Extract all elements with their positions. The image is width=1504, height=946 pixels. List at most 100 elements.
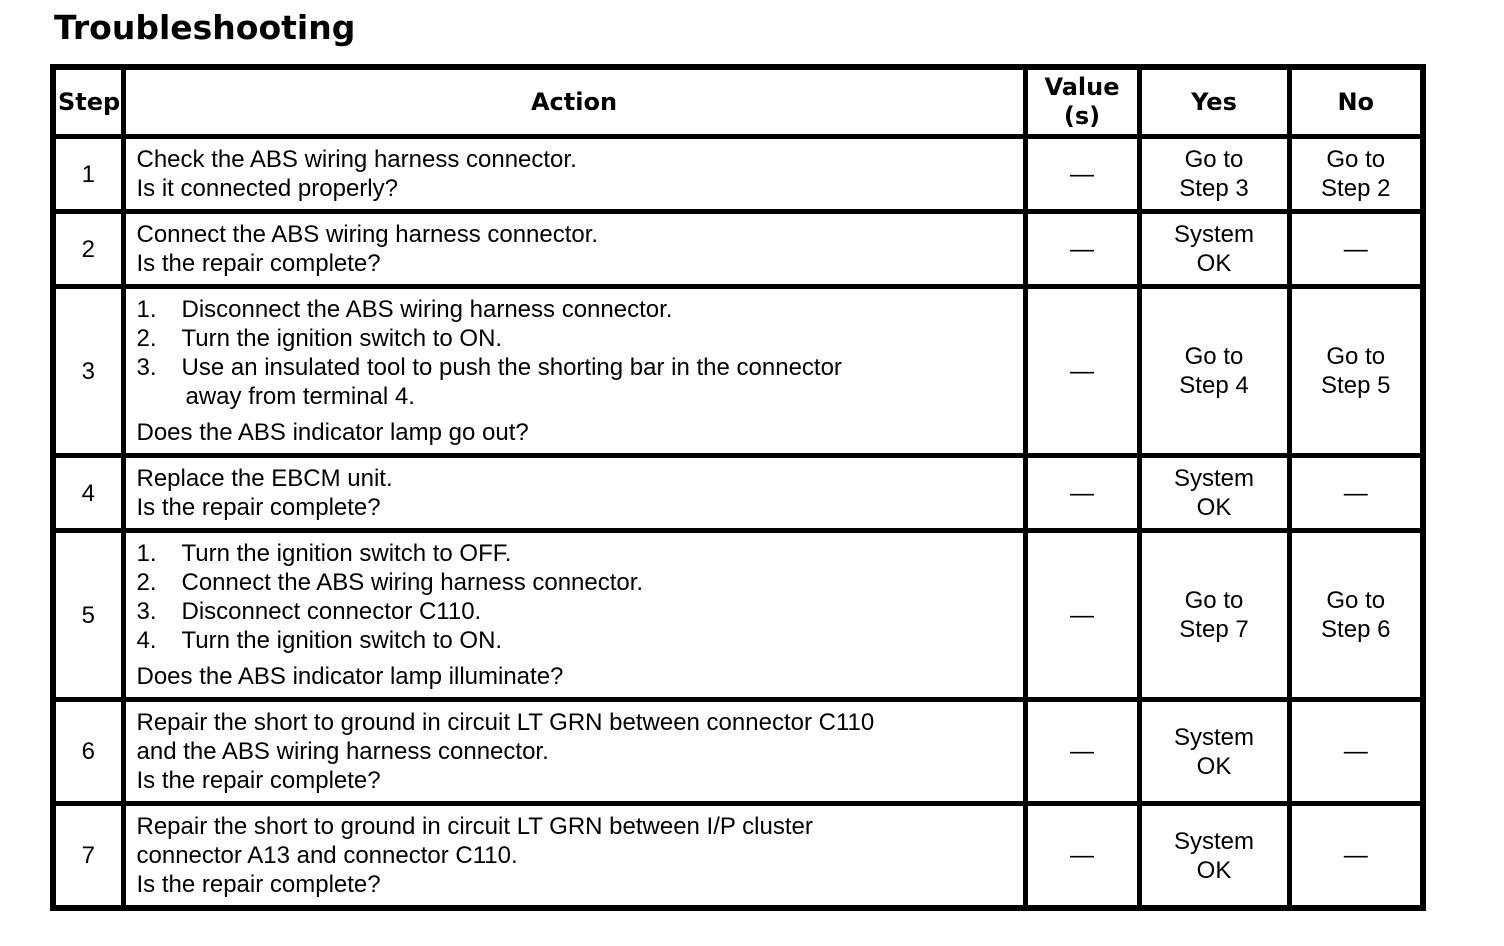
no-cell: — [1286,453,1426,533]
action-question: Does the ABS indicator lamp illuminate? [136,663,564,690]
yes-cell-line: System [1173,221,1254,248]
no-cell: — [1286,209,1426,289]
action-line: Turn the ignition switch to ON. [181,627,503,654]
value-cell: — [1022,134,1142,214]
value-cell: — [1022,697,1142,806]
yes-cell-line: System [1173,465,1254,492]
list-item-text: Disconnect the ABS wiring harness connec… [182,295,1013,324]
value-cell: — [1022,801,1142,911]
step-number: 7 [50,801,126,911]
no-cell-line: Go to [1326,343,1386,370]
list-item-text: Turn the ignition switch to ON. [182,626,1013,655]
yes-cell-line: OK [1196,494,1232,521]
no-cell: — [1286,697,1426,806]
step-number: 5 [50,528,126,702]
step-number: 3 [50,284,126,458]
no-cell-line: Go to [1326,146,1386,173]
action-list-item: 1. Disconnect the ABS wiring harness conn… [137,295,1013,324]
action-line: away from terminal 4. [185,383,415,410]
value-cell: — [1022,209,1142,289]
action-cell: 1. Turn the ignition switch to OFF. 2. Conn… [120,528,1028,702]
list-item-number: 1. [136,540,157,567]
yes-cell-line: System [1173,827,1254,855]
action-line: connector A13 and connector C110. [136,842,518,869]
action-list-item: 3. Use an insulated tool to push the shor… [137,353,1013,411]
yes-cell-line: OK [1196,250,1232,277]
col-header-action: Action [120,64,1028,139]
yes-cell-line: Go to [1184,146,1244,173]
action-cell: Connect the ABS wiring harness connector… [120,209,1028,289]
value-cell-line: — [1070,738,1094,765]
action-cell: Repair the short to ground in circuit LT… [120,697,1028,806]
list-item-number: 3. [136,598,157,625]
no-cell-line: Step 6 [1321,616,1391,643]
action-question: Is it connected properly? [136,175,398,202]
value-cell-line: — [1070,601,1094,629]
col-header-value: Value (s) [1022,64,1142,139]
yes-cell-line: OK [1196,752,1232,780]
table-row: 3 1. Disconnect the ABS wiring harness con… [50,284,1426,458]
yes-cell-line: Step 3 [1179,175,1249,202]
header-row: Step Action Value (s) Yes No [50,64,1426,139]
action-cell: Repair the short to ground in circuit LT… [120,801,1028,911]
action-line: Repair the short to ground in circuit LT… [136,813,813,840]
table-row: 7 Repair the short to ground in circuit L… [50,801,1426,911]
value-cell: — [1022,453,1142,533]
yes-cell-line: Step 4 [1179,372,1249,399]
list-item-text: Disconnect connector C110. [182,597,1013,626]
action-line: Disconnect connector C110. [181,598,482,625]
no-cell: — [1286,801,1426,911]
table-row: 5 1. Turn the ignition switch to OFF. 2. Con… [50,528,1426,702]
no-cell-line: Step 5 [1321,372,1391,399]
value-cell-line: — [1070,160,1094,188]
value-cell-line: — [1070,357,1094,385]
list-item-number: 3. [136,354,157,381]
list-item-number: 1. [136,296,157,323]
action-list-item: 2. Connect the ABS wiring harness connect… [137,568,1013,597]
action-cell: Check the ABS wiring harness connector.I… [120,134,1028,214]
list-item-text: Turn the ignition switch to ON. [182,324,1013,353]
list-item-number: 2. [136,569,157,596]
action-question: Does the ABS indicator lamp go out? [136,419,529,446]
action-line: Replace the EBCM unit. [136,465,393,492]
no-cell-line: — [1343,738,1368,765]
action-list-item: 2. Turn the ignition switch to ON. [137,324,1013,353]
list-item-text: Connect the ABS wiring harness connector… [182,568,1013,597]
list-item-text: Turn the ignition switch to OFF. [182,539,1013,568]
col-header-step: Step [50,64,126,139]
action-cell: Replace the EBCM unit.Is the repair comp… [120,453,1028,533]
list-item-number: 2. [136,325,157,352]
action-line: Turn the ignition switch to OFF. [181,540,512,567]
action-line: Disconnect the ABS wiring harness connec… [181,296,673,323]
action-line: Connect the ABS wiring harness connector… [181,569,644,596]
action-cell: 1. Disconnect the ABS wiring harness conn… [120,284,1028,458]
step-number: 1 [50,134,126,214]
action-list-item: 1. Turn the ignition switch to OFF. [137,539,1013,568]
no-cell-line: — [1343,235,1368,263]
yes-cell-line: OK [1196,856,1232,884]
yes-cell-line: Step 7 [1179,616,1249,643]
no-cell-line: — [1343,842,1368,869]
action-question: Is the repair complete? [136,250,381,277]
action-question: Is the repair complete? [136,767,381,794]
yes-cell-line: Go to [1184,343,1244,370]
col-header-yes: Yes [1136,64,1292,139]
action-line: Use an insulated tool to push the shorti… [181,354,842,381]
action-line: Repair the short to ground in circuit LT… [136,709,875,736]
action-line: and the ABS wiring harness connector. [136,738,549,765]
